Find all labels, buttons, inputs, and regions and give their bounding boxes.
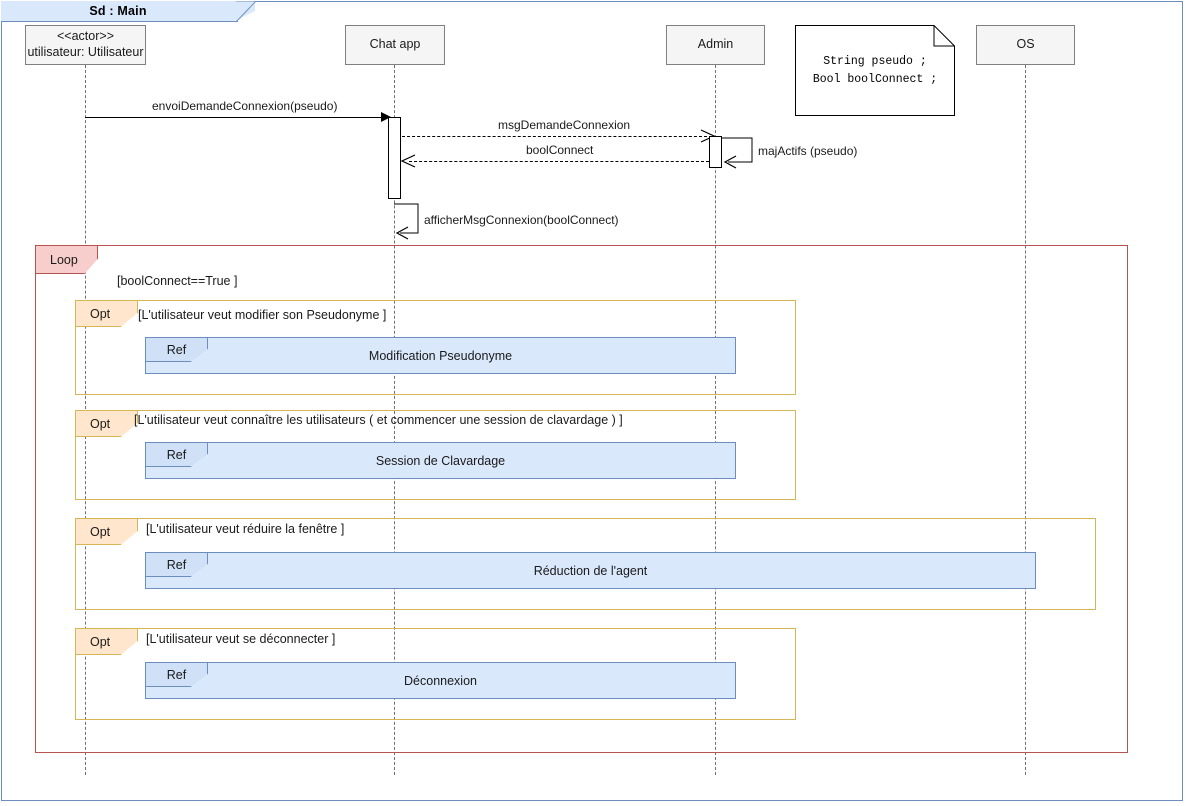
sd-frame-tab-corner [235, 0, 258, 23]
sd-frame-tab-label: Sd : Main [89, 4, 147, 18]
fragment-loop [35, 245, 1128, 753]
ref-block-3-tab: Ref [146, 553, 208, 577]
message-label-msgDemandeConnexion: msgDemandeConnexion [498, 118, 631, 132]
note-text: String pseudo ; Bool boolConnect ; [795, 25, 955, 116]
ref-block-3[interactable]: Réduction de l'agent Ref [145, 552, 1036, 589]
ref-block-1-tab: Ref [146, 338, 208, 362]
lifeline-line-admin [715, 65, 716, 775]
note-line-2: Bool boolConnect ; [812, 72, 938, 86]
ref-block-4-tab: Ref [146, 663, 208, 687]
lifeline-label-utilisateur: utilisateur: Utilisateur [27, 45, 144, 59]
lifeline-stereotype-utilisateur: <<actor>> [57, 29, 114, 44]
self-message-majActifs [720, 133, 756, 169]
sd-frame-tab-underline [1, 21, 238, 22]
lifeline-head-os[interactable]: OS [976, 25, 1075, 65]
ref-block-4-tab-label: Ref [166, 667, 187, 682]
lifeline-label-admin: Admin [697, 37, 734, 52]
fragment-opt-1 [75, 300, 796, 395]
ref-block-1[interactable]: Modification Pseudonyme Ref [145, 337, 736, 374]
ref-block-3-tab-label: Ref [166, 557, 187, 572]
fragment-opt-4 [75, 628, 796, 720]
note-line-1: String pseudo ; [823, 55, 927, 69]
fragment-opt-1-tab-label: Opt [90, 306, 111, 321]
ref-block-1-tab-label: Ref [166, 342, 187, 357]
lifeline-head-chatapp[interactable]: Chat app [345, 25, 445, 65]
lifeline-line-chatapp [394, 65, 395, 775]
fragment-opt-1-guard: [L'utilisateur veut modifier son Pseudon… [138, 308, 387, 322]
self-message-afficherMsgConnexion [388, 199, 424, 241]
fragment-loop-tab-label: Loop [50, 252, 78, 267]
fragment-opt-3-guard: [L'utilisateur veut réduire la fenêtre ] [146, 522, 345, 536]
fragment-opt-4-tab: Opt [76, 629, 138, 655]
message-label-majActifs: majActifs (pseudo) [758, 144, 858, 158]
fragment-loop-tab: Loop [36, 246, 98, 274]
ref-block-4-title: Déconnexion [404, 673, 477, 688]
lifeline-head-admin[interactable]: Admin [666, 25, 765, 65]
fragment-opt-2-tab-label: Opt [90, 416, 111, 431]
note-declarations: String pseudo ; Bool boolConnect ; [795, 25, 955, 116]
message-label-envoiDemandeConnexion: envoiDemandeConnexion(pseudo) [152, 99, 338, 113]
fragment-opt-2-guard: [L'utilisateur veut connaître les utilis… [134, 413, 623, 427]
ref-block-2-tab-label: Ref [166, 447, 187, 462]
message-label-afficherMsgConnexion: afficherMsgConnexion(boolConnect) [424, 213, 619, 227]
fragment-opt-3-tab-label: Opt [90, 524, 111, 539]
fragment-opt-3 [75, 518, 1096, 610]
activation-bar-admin [709, 136, 722, 168]
message-line-envoiDemandeConnexion [85, 117, 381, 118]
message-arrowhead-boolConnect [400, 154, 416, 168]
lifeline-label-os: OS [1016, 37, 1035, 52]
fragment-opt-4-tab-label: Opt [90, 634, 111, 649]
message-label-boolConnect: boolConnect [526, 143, 594, 157]
sd-frame-tab [1, 1, 255, 21]
ref-block-1-title: Modification Pseudonyme [368, 348, 513, 363]
message-line-boolConnect [409, 161, 709, 162]
fragment-opt-2-tab: Opt [76, 411, 138, 437]
lifeline-head-utilisateur[interactable]: <<actor>> utilisateur: Utilisateur [25, 25, 146, 65]
ref-block-2-tab: Ref [146, 443, 208, 467]
ref-block-3-title: Réduction de l'agent [533, 563, 648, 578]
activation-bar-chatapp [388, 117, 401, 199]
lifeline-label-chatapp: Chat app [369, 37, 421, 52]
message-arrowhead-envoiDemandeConnexion [381, 112, 391, 122]
lifeline-line-os [1025, 65, 1026, 775]
fragment-opt-4-guard: [L'utilisateur veut se déconnecter ] [146, 632, 336, 646]
fragment-opt-2 [75, 410, 796, 500]
message-line-msgDemandeConnexion [402, 136, 707, 137]
ref-block-2-title: Session de Clavardage [375, 453, 506, 468]
ref-block-4[interactable]: Déconnexion Ref [145, 662, 736, 699]
fragment-loop-guard: [boolConnect==True ] [117, 274, 238, 288]
ref-block-2[interactable]: Session de Clavardage Ref [145, 442, 736, 479]
